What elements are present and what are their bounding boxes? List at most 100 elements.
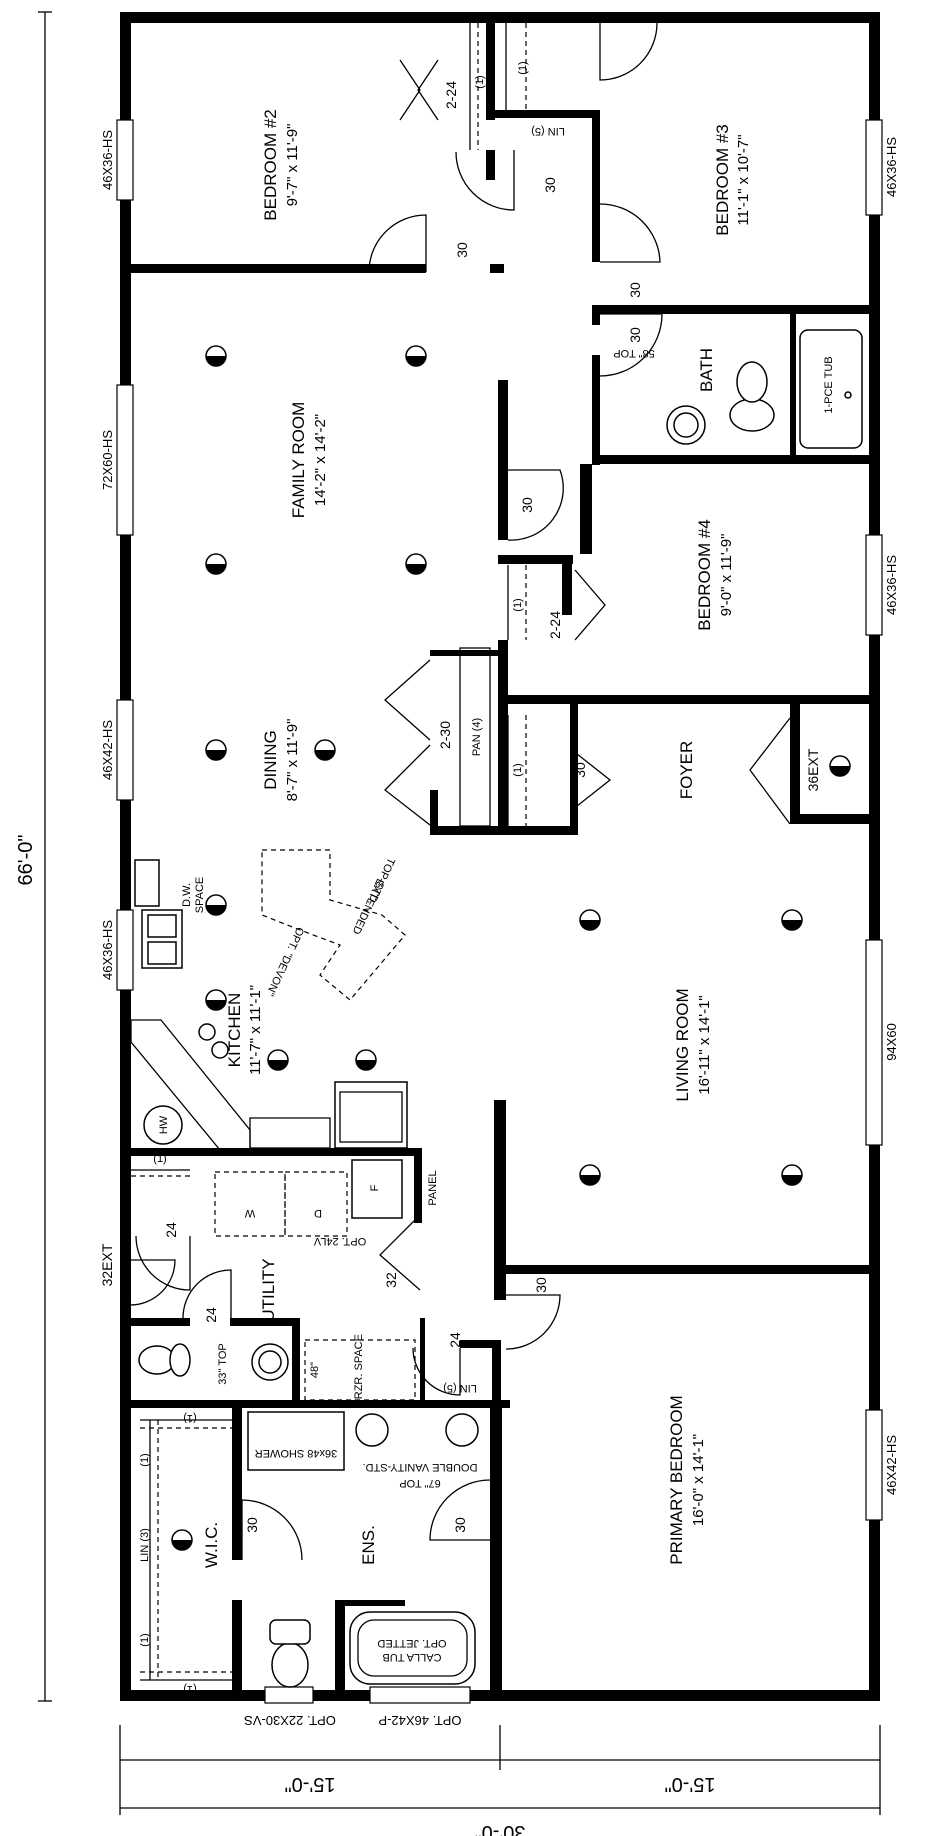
door-ens: 30 xyxy=(452,1517,468,1533)
dimension-height: 66'-0" xyxy=(15,835,37,886)
window-bedroom3 xyxy=(865,119,883,216)
door-closet4: 2-24 xyxy=(547,611,563,639)
bedroom2-dim: 9'-7" x 11'-9" xyxy=(284,124,301,207)
shelf-label-6: (1) xyxy=(183,1412,196,1424)
island-label-1: OPT. "DEVON" xyxy=(264,925,306,998)
bedroom3-dim: 11'-1" x 10'-7" xyxy=(735,134,752,225)
door-linen2: 24 xyxy=(447,1332,463,1348)
interior-walls xyxy=(130,12,880,1700)
linen-label-3: LIN (3) xyxy=(139,1528,151,1562)
living-name: LIVING ROOM xyxy=(673,988,692,1101)
dimension-half-right: 15'-0" xyxy=(665,1773,716,1795)
window-wic xyxy=(264,1686,314,1704)
window-bedroom2 xyxy=(116,119,134,201)
window-label-8: 46X42-HS xyxy=(884,1435,899,1495)
door-bath-a: 30 xyxy=(627,327,643,343)
tub-label: 1-PCE TUB xyxy=(823,356,835,413)
elec-label-1: ELEC. xyxy=(413,1172,425,1204)
shelf-label-2: (1) xyxy=(517,61,529,74)
bedroom2-name: BEDROOM #2 xyxy=(261,109,280,220)
hw-label: HW xyxy=(158,1115,170,1134)
vanity-label-1: 67" TOP xyxy=(399,1477,440,1489)
windows xyxy=(116,119,883,1704)
sink-top-label: 58" TOP xyxy=(613,347,654,359)
door-foyer-closet: 30 xyxy=(572,762,588,778)
vanity-label-2: DOUBLE VANITY-STD. xyxy=(363,1461,478,1473)
door-bedroom3: 30 xyxy=(627,282,643,298)
shelf-label-7: (1) xyxy=(139,1453,151,1466)
bedroom3-name: BEDROOM #3 xyxy=(713,124,732,235)
window-label-5: 46X36-HS xyxy=(884,137,899,197)
window-label-10: OPT. 46X42-P xyxy=(378,1713,461,1728)
washer-label: W xyxy=(244,1207,255,1219)
window-bedroom4 xyxy=(865,534,883,636)
shelving xyxy=(131,23,527,1681)
family-dim: 14'-2" x 14'-2" xyxy=(312,414,329,506)
ens-tub-label-1: CALLA TUB xyxy=(382,1651,441,1663)
dryer-label: D xyxy=(314,1207,322,1219)
foyer-name: FOYER xyxy=(677,741,696,800)
ens-name: ENS. xyxy=(359,1525,378,1565)
window-dining xyxy=(116,699,134,801)
window-label-7: 94X60 xyxy=(884,1023,899,1061)
window-labels: 46X36-HS 72X60-HS 46X42-HS 46X36-HS 46X3… xyxy=(100,130,899,1728)
dw-label-1: D.W. xyxy=(181,883,193,907)
kitchen-name: KITCHEN xyxy=(225,993,244,1068)
window-label-6: 46X36-HS xyxy=(884,555,899,615)
door-pantry: 2-30 xyxy=(437,721,453,749)
fridge-label: F xyxy=(369,1184,381,1191)
primary-dim: 16'-0" x 14'-1" xyxy=(690,1434,707,1526)
window-label-1: 46X36-HS xyxy=(100,130,115,190)
ens-tub-label-2: OPT. JETTED xyxy=(377,1637,446,1649)
island-label-3: TOP-STD. xyxy=(364,856,396,907)
shelf-label-3: (1) xyxy=(512,598,524,611)
door-primary: 30 xyxy=(533,1277,549,1293)
door-utility-main: 32 xyxy=(383,1272,399,1288)
primary-name: PRIMARY BEDROOM xyxy=(667,1395,686,1564)
living-dim: 16'-11" x 14'-1" xyxy=(696,995,713,1095)
shelf-label-8: (1) xyxy=(139,1633,151,1646)
dining-name: DINING xyxy=(261,730,280,790)
fixtures xyxy=(130,329,863,1688)
door-closet2: 2-24 xyxy=(443,81,459,109)
shelf-label-4: (1) xyxy=(512,763,524,776)
linen-label: LIN (5) xyxy=(531,125,565,137)
window-kitchen xyxy=(116,909,134,991)
shower-label: 36x48 SHOWER xyxy=(255,1447,338,1459)
door-ens-wc: 30 xyxy=(244,1517,260,1533)
window-ens xyxy=(369,1686,471,1704)
door-linen: 30 xyxy=(542,177,558,193)
door-labels: 2-24 30 30 30 30 30 2-24 2-30 30 36EXT 3… xyxy=(99,81,821,1533)
window-living xyxy=(865,939,883,1146)
door-bath-b: 30 xyxy=(519,497,535,513)
door-utility: 24 xyxy=(163,1222,179,1238)
shelf-label-5: (1) xyxy=(153,1153,166,1165)
door-powder: 24 xyxy=(203,1307,219,1323)
dining-dim: 8'-7" x 11'-9" xyxy=(284,719,301,802)
window-primary xyxy=(865,1409,883,1521)
dimension-labels: 66'-0" 15'-0" 15'-0" 30'-0" xyxy=(15,835,715,1836)
shelf-label-9: (1) xyxy=(183,1683,196,1695)
linen-label-2: LIN (5) xyxy=(443,1382,477,1394)
bedroom4-dim: 9'-0" x 11'-9" xyxy=(718,534,735,617)
lights xyxy=(171,345,851,1551)
bedroom4-name: BEDROOM #4 xyxy=(695,519,714,630)
utility-name: UTILITY xyxy=(259,1258,278,1321)
window-label-2: 72X60-HS xyxy=(100,430,115,490)
tub xyxy=(799,329,863,449)
window-label-4: 46X36-HS xyxy=(100,920,115,980)
wic-name: W.I.C. xyxy=(202,1522,221,1568)
frzr-label-2: FRZR. SPACE xyxy=(353,1334,365,1406)
doors xyxy=(129,22,791,1561)
dw-label-2: SPACE xyxy=(194,877,206,913)
opt24-label: OPT. 24LV xyxy=(313,1235,366,1247)
pantry-label: PAN (4) xyxy=(471,718,483,756)
family-name: FAMILY ROOM xyxy=(289,402,308,519)
kitchen-dim: 11'-7" x 11'-1" xyxy=(247,985,264,1075)
top33-label: 33" TOP xyxy=(217,1343,229,1384)
window-label-3: 46X42-HS xyxy=(100,720,115,780)
room-labels: BEDROOM #2 9'-7" x 11'-9" BEDROOM #3 11'… xyxy=(202,109,752,1568)
window-family xyxy=(116,384,134,536)
window-label-9: OPT. 22X30-VS xyxy=(244,1713,336,1728)
